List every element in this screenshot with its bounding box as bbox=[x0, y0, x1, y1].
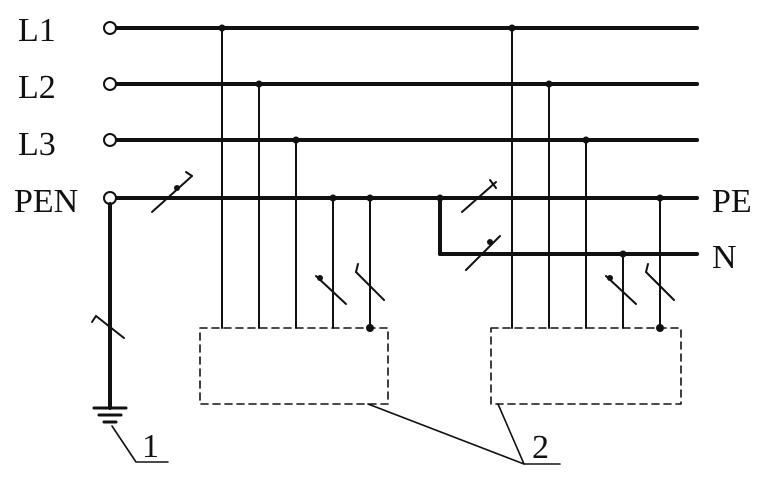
junction-dot bbox=[329, 194, 337, 202]
pen-marker-main bbox=[151, 171, 193, 213]
leader-load-right bbox=[497, 403, 525, 465]
junction-dot bbox=[292, 136, 300, 144]
junction-dot bbox=[545, 80, 553, 88]
label-l3: L3 bbox=[18, 126, 56, 163]
terminal-l2 bbox=[103, 77, 117, 91]
bus-lines bbox=[108, 26, 699, 410]
label-l1: L1 bbox=[18, 12, 56, 49]
junction-dot bbox=[218, 24, 226, 32]
marker-pe-right bbox=[645, 263, 675, 301]
load-box-right bbox=[490, 327, 682, 405]
terminals bbox=[103, 21, 117, 205]
label-n: N bbox=[712, 239, 737, 276]
callout-leaders bbox=[111, 403, 561, 465]
junction-dot bbox=[656, 194, 664, 202]
junction-dot bbox=[436, 194, 444, 202]
ground-symbol bbox=[92, 406, 128, 424]
marker-pe-left bbox=[355, 263, 385, 301]
terminal-l3 bbox=[103, 133, 117, 147]
ground-conductor-marker bbox=[91, 315, 125, 339]
load-box-left bbox=[199, 327, 389, 405]
junction-dot bbox=[582, 136, 590, 144]
leader-grounding bbox=[111, 425, 169, 463]
terminal-l1 bbox=[103, 21, 117, 35]
pe-marker-right bbox=[461, 179, 497, 213]
marker-n-right bbox=[605, 275, 637, 305]
drops-right-load bbox=[511, 27, 675, 329]
n-marker-right bbox=[465, 235, 501, 271]
junction-dot bbox=[508, 24, 516, 32]
load-boxes bbox=[199, 327, 682, 405]
drops-left-load bbox=[221, 27, 385, 329]
conductor-markers bbox=[91, 171, 501, 339]
junction-dots bbox=[218, 24, 664, 332]
junction-dot bbox=[619, 250, 627, 258]
label-pen: PEN bbox=[14, 183, 78, 220]
label-l2: L2 bbox=[18, 69, 56, 106]
callout-loads: 2 bbox=[532, 429, 549, 466]
callout-grounding: 1 bbox=[142, 428, 159, 465]
label-pe: PE bbox=[712, 183, 752, 220]
junction-dot bbox=[366, 194, 374, 202]
junction-dot bbox=[255, 80, 263, 88]
marker-n-left bbox=[315, 275, 347, 305]
